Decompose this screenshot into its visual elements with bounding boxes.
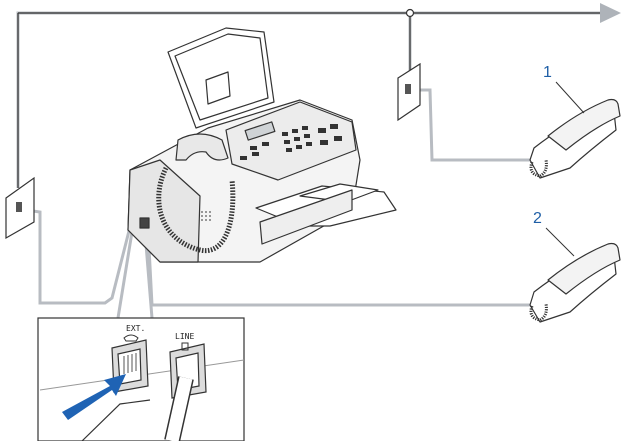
callout-1: 1 [543,64,552,81]
fax-machine [127,27,397,263]
junction-dot [405,8,415,18]
machine-handset [175,133,229,161]
line-arrow-icon [600,3,621,23]
callout-2: 2 [533,210,542,227]
wall-socket-icon [181,342,189,351]
coiled-cord [156,166,236,254]
telephone-1 [529,98,621,179]
zoom-line-left [116,231,134,319]
insert-arrow-icon [62,374,126,420]
right-wall-socket [397,62,421,122]
ext-label: EXT. [126,324,145,333]
line-label: LINE [175,332,194,341]
control-panel [225,101,357,181]
telephone-2 [529,242,621,323]
jack-zoom-inset: EXT. LINE [37,317,245,441]
left-wall-socket [5,176,35,240]
telephone-handset-icon [123,334,139,342]
wire-to-phone-1 [412,88,536,162]
